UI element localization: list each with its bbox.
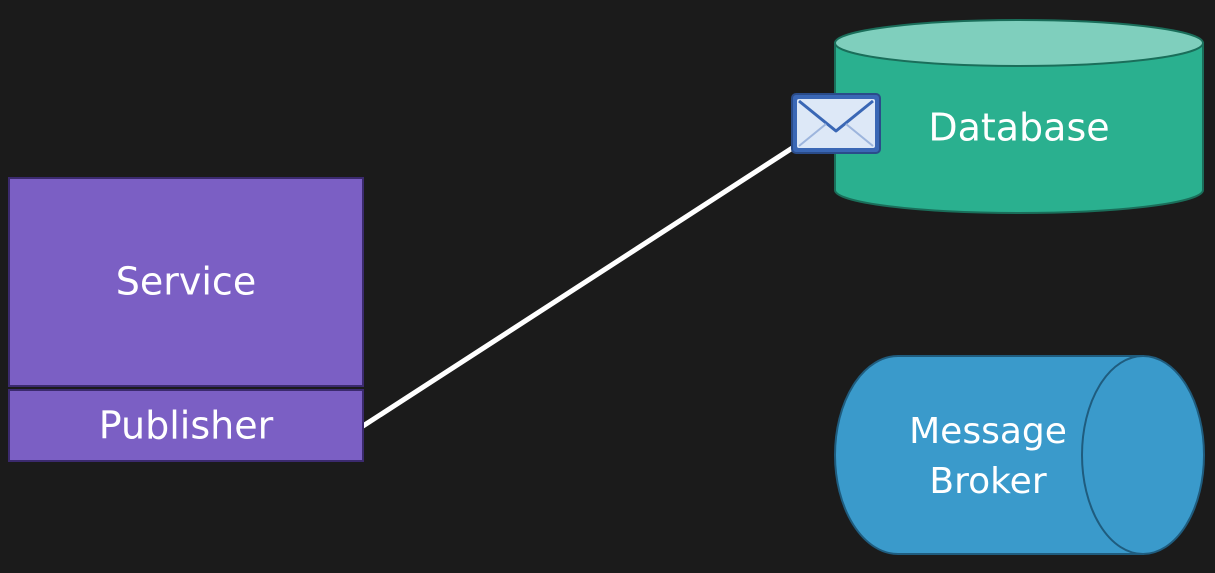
message-broker-label-line1: Message xyxy=(909,411,1067,452)
service-label: Service xyxy=(116,260,256,304)
publisher-node[interactable]: Publisher xyxy=(8,389,364,462)
envelope-icon xyxy=(791,93,881,154)
message-broker-end xyxy=(1081,355,1205,555)
database-label: Database xyxy=(928,106,1109,150)
database-node[interactable]: Database xyxy=(834,19,1204,214)
database-top xyxy=(834,19,1204,67)
message-broker-body xyxy=(834,355,1144,555)
publisher-label: Publisher xyxy=(99,404,274,448)
message-broker-label-line2: Broker xyxy=(929,461,1046,502)
service-node[interactable]: Service xyxy=(8,177,364,387)
publisher-to-database-connector xyxy=(360,142,800,429)
database-body xyxy=(834,42,1204,214)
message-broker-node[interactable]: Message Broker xyxy=(834,355,1205,555)
